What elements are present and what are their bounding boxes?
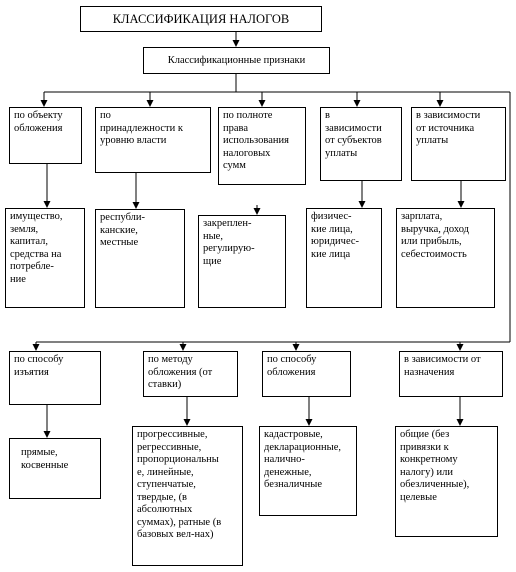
title-box: КЛАССИФИКАЦИЯ НАЛОГОВ <box>80 6 322 32</box>
row1-header-usage-rights: по полноте права использования налоговых… <box>218 107 306 185</box>
row2-value-taxation-method: кадастровые, декларационные, налично- де… <box>259 426 357 516</box>
row1-value-subjects: физичес- кие лица, юридичес- кие лица <box>306 208 382 308</box>
row2-header-taxation-method: по способу обложения <box>262 351 351 397</box>
row2-header-purpose: в зависимости от назначения <box>399 351 503 397</box>
row1-value-usage-rights: закреплен- ные, регулирую- щие <box>198 215 286 308</box>
row2-value-rate-method: прогрессивные, регрессивные, пропорциона… <box>132 426 243 566</box>
criteria-box: Классификационные признаки <box>143 47 330 74</box>
row2-header-rate-method: по методу обложения (от ставки) <box>143 351 238 397</box>
row2-header-withdrawal: по способу изъятия <box>9 351 101 405</box>
row2-value-purpose: общие (без привязки к конкретному налогу… <box>395 426 498 537</box>
row1-value-power-level: республи- канские, местные <box>95 209 185 308</box>
row1-header-source: в зависимости от источника уплаты <box>411 107 506 181</box>
row1-value-object: имущество, земля, капитал, средства на п… <box>5 208 85 308</box>
row2-value-withdrawal: прямые, косвенные <box>9 438 101 499</box>
row1-header-power-level: по принадлежности к уровню власти <box>95 107 211 173</box>
row1-header-object: по объекту обложения <box>9 107 82 164</box>
row1-header-subjects: в зависимости от субъектов уплаты <box>320 107 402 181</box>
row1-value-source: зарплата, выручка, доход или прибыль, се… <box>396 208 495 308</box>
